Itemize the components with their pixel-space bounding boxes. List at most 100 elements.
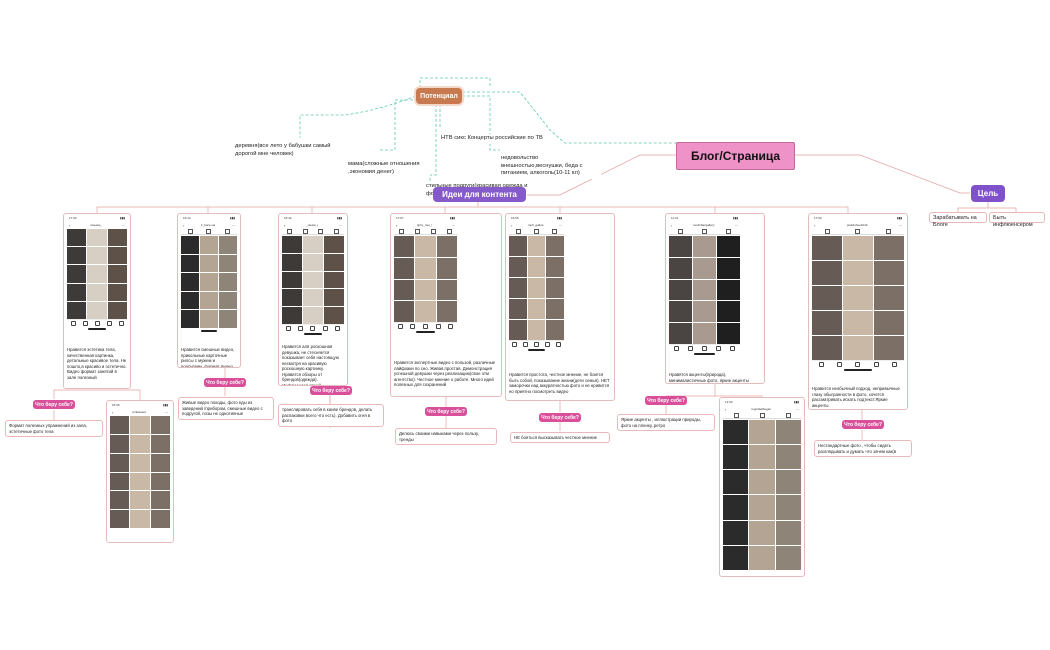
profile-handle: reginfaalbugan	[751, 407, 772, 411]
goal-earn[interactable]: Зарабатывать на Блоге	[929, 212, 987, 228]
back-arrow-icon: ‹	[112, 409, 114, 415]
connector-potential-blog	[462, 91, 680, 144]
signal-icon: ▮▮▮	[557, 216, 562, 220]
photo-thumbnail	[200, 310, 218, 328]
photo-thumbnail	[107, 229, 127, 247]
connector-potential-village	[299, 95, 417, 138]
reference-card-4[interactable]: 17:07▮▮▮ ‹tiphy_ries_r⋯ Нравится эксперт…	[390, 213, 502, 397]
signal-icon: ▮▮▮	[733, 216, 738, 220]
photo-thumbnail	[436, 236, 457, 257]
photo-thumbnail	[303, 289, 323, 307]
reference-phone-extra-1[interactable]: 16:36▮▮▮ ‹pinksiaset⋯	[106, 400, 174, 543]
note-mom[interactable]: мама(сложные отношения ,экономия денег)	[346, 160, 430, 178]
photo-thumbnail	[200, 236, 218, 254]
reference-card-7[interactable]: 17:00▮▮▮ ‹pinkdohoefohdt⋯ Нравится необы…	[808, 213, 908, 410]
takeaway-label-2[interactable]: Что беру себе?	[204, 378, 246, 387]
photo-thumbnail	[394, 257, 415, 279]
note-village[interactable]: деревня(все лето у бабушки самый дорогой…	[233, 142, 349, 160]
reference-phone-extra-2[interactable]: 12:00▮▮▮ ‹reginfaalbugan⋯	[719, 397, 805, 577]
back-arrow-icon: ‹	[183, 222, 185, 228]
blog-page-node[interactable]: Блог/Страница	[676, 142, 795, 170]
phone-screenshot: 17:00▮▮▮ ‹sweetie_⋯	[67, 216, 127, 330]
menu-icon: ⋯	[795, 407, 799, 411]
profile-handle: sweetie_	[90, 223, 103, 227]
reference-card-3[interactable]: 16:42▮▮▮ ‹_olesia_r⋯ Нравится аля роскош…	[278, 213, 348, 386]
takeaway-label-3[interactable]: Что беру себе?	[310, 386, 352, 395]
photo-thumbnail	[324, 253, 344, 271]
photo-thumbnail	[150, 453, 170, 472]
photo-thumbnail	[812, 236, 842, 260]
photo-thumbnail	[415, 279, 436, 301]
photo-thumbnail	[693, 301, 716, 323]
photo-thumbnail	[527, 320, 546, 340]
photo-thumbnail	[669, 323, 692, 344]
signal-icon: ▮▮▮	[337, 216, 342, 220]
photo-thumbnail	[394, 301, 415, 322]
photo-thumbnail	[324, 236, 344, 253]
takeaway-note-7[interactable]: Нестандартные фото , чтобы сидеть разгля…	[814, 440, 912, 458]
takeaway-label-7[interactable]: Что беру себе?	[842, 420, 884, 429]
reference-card-1[interactable]: 17:00▮▮▮ ‹sweetie_⋯ Нравится эстетика те…	[63, 213, 131, 389]
photo-thumbnail	[324, 307, 344, 324]
photo-thumbnail	[282, 307, 302, 324]
profile-handle: k_bars+na	[201, 223, 216, 227]
photo-thumbnail	[219, 291, 237, 310]
photo-thumbnail	[181, 273, 199, 291]
back-arrow-icon: ‹	[396, 222, 398, 228]
takeaway-note-2[interactable]: Живые видео походы, фото еды из заведени…	[178, 397, 274, 420]
content-ideas-node[interactable]: Идеи для контента	[433, 187, 526, 202]
photo-grid	[67, 229, 127, 319]
takeaway-note-6[interactable]: Яркие акценты , иллюстрации природы, фот…	[617, 414, 715, 432]
takeaway-label-5[interactable]: Что беру себе?	[539, 413, 581, 422]
photo-thumbnail	[775, 445, 801, 470]
photo-thumbnail	[749, 470, 775, 495]
photo-thumbnail	[87, 283, 107, 301]
note-ntv[interactable]: НТВ сикс Концерты российские по ТВ	[439, 134, 547, 144]
reference-card-6[interactable]: 11:21▮▮▮ ‹mochibazgallery⋯ Нравятся акце…	[665, 213, 765, 384]
photo-thumbnail	[87, 229, 107, 247]
photo-thumbnail	[219, 273, 237, 291]
connector-ideas-bus	[96, 202, 479, 213]
takeaway-note-4[interactable]: Делюсь своими навыками через пользу, тре…	[395, 428, 497, 446]
photo-thumbnail	[181, 236, 199, 254]
connector-potential-mom	[380, 99, 418, 151]
takeaway-note-3[interactable]: транслировать себя в канве брендов, дела…	[278, 404, 384, 427]
takeaway-note-1[interactable]: Формат полезных упражнений из зала, эсте…	[5, 420, 103, 438]
photo-thumbnail	[110, 434, 130, 453]
photo-grid	[812, 236, 904, 360]
photo-thumbnail	[509, 299, 527, 319]
takeaway-label-4[interactable]: Что беру себе?	[425, 407, 467, 416]
photo-thumbnail	[324, 289, 344, 307]
app-nav-bar	[812, 360, 904, 367]
photo-thumbnail	[874, 311, 904, 335]
potential-node[interactable]: Потенциал	[416, 88, 462, 104]
photo-thumbnail	[717, 323, 740, 344]
card-description: Нравится экспертные видео с пользой, раз…	[394, 360, 496, 388]
photo-thumbnail	[110, 472, 130, 491]
photo-thumbnail	[527, 257, 546, 277]
profile-tabs	[394, 228, 457, 235]
photo-thumbnail	[874, 336, 904, 360]
note-dissatisfaction[interactable]: недовольство внешностью,веснушки, беда с…	[499, 154, 601, 179]
phone-time: 16:56	[511, 216, 519, 220]
photo-thumbnail	[812, 261, 842, 285]
takeaway-label-6[interactable]: Что беру себе?	[645, 396, 687, 405]
photo-thumbnail	[87, 265, 107, 283]
reference-card-5[interactable]: 16:56▮▮▮ ‹mph_galina⋯ Нравится простота,…	[505, 213, 615, 401]
goal-node[interactable]: Цель	[971, 185, 1005, 202]
photo-thumbnail	[110, 453, 130, 472]
takeaway-label-1[interactable]: Что беру себе?	[33, 400, 75, 409]
photo-thumbnail	[546, 278, 564, 298]
takeaway-note-5[interactable]: НЕ бояться высказывать честное мнение	[510, 432, 610, 443]
card-description: Нравится аля роскошная девушка, не стесн…	[282, 344, 340, 386]
photo-thumbnail	[693, 323, 716, 344]
photo-thumbnail	[669, 257, 692, 279]
profile-handle: mochibazgallery	[692, 223, 715, 227]
photo-thumbnail	[110, 491, 130, 510]
goal-influencer[interactable]: Быть инфлюенсером	[989, 212, 1045, 228]
menu-icon: ⋯	[735, 223, 738, 227]
photo-thumbnail	[130, 434, 150, 453]
reference-card-2[interactable]: 16:44▮▮▮ ‹k_bars+na⋯ Нравится смешные ви…	[177, 213, 241, 368]
photo-thumbnail	[693, 257, 716, 279]
